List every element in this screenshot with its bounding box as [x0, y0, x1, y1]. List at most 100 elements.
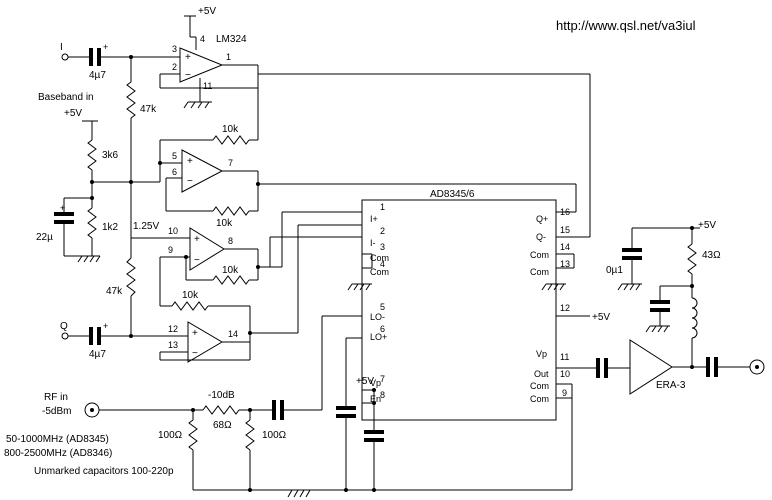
modulator: AD8345/6 1 I+ 2 I- 3 Com 4 Com 5 LO- 6 L… — [347, 189, 610, 490]
opamp-4-minus: − — [192, 348, 198, 359]
opamp-3-minus: − — [194, 255, 200, 266]
supply-capacitor-value: 0µ1 — [606, 265, 623, 276]
ground-bus — [193, 488, 572, 498]
mod-pin-5-num: 5 — [380, 302, 385, 312]
era-supply-label: +5V — [698, 220, 716, 231]
mod-pin-4-num: 4 — [380, 259, 385, 269]
opamp-4-plus: + — [192, 328, 198, 339]
q-cap-plus: + — [103, 321, 108, 331]
note-ad8346: 800-2500MHz (AD8346) — [4, 448, 112, 459]
bias-resistor-bottom: 47k — [106, 286, 123, 297]
attenuator-series-value: 68Ω — [213, 420, 232, 431]
note-capacitors: Unmarked capacitors 100-220p — [34, 466, 174, 477]
opamp-3-plus: + — [194, 234, 200, 245]
opamp-2-plus: + — [187, 156, 193, 167]
mod-pin-9-num: 9 — [562, 388, 567, 398]
opamp-2-pin-out: 7 — [228, 158, 233, 168]
opamp-4-pin-out: 14 — [228, 329, 238, 339]
modulator-name: AD8345/6 — [430, 189, 475, 200]
i-cap-value: 4µ7 — [89, 70, 106, 81]
opamp-1-pin-out: 1 — [226, 52, 231, 62]
opamp-3-pin-out: 8 — [228, 236, 233, 246]
decoupling-capacitor — [54, 212, 74, 216]
lo-bypass-capacitor — [336, 406, 356, 410]
mod-pin-11-name: Vp — [536, 349, 547, 359]
attenuator-shunt-right-value: 100Ω — [262, 430, 287, 441]
divider-resistor-bottom: 1k2 — [102, 222, 119, 233]
mod-pin-8-name: En — [370, 394, 381, 404]
i-cap-plus: + — [103, 42, 108, 52]
mod-pin-6-name: LO+ — [370, 332, 387, 342]
opamp-2: 10k + − 5 6 10k 7 — [158, 124, 577, 229]
feedback-resistor-3: 10k — [222, 265, 239, 276]
mod-pin-3-num: 3 — [380, 242, 385, 252]
feedback-resistor-4: 10k — [182, 290, 199, 301]
mod-pin-6-num: 6 — [380, 324, 385, 334]
mod-pin-10-num: 10 — [560, 369, 570, 379]
opamp-2-pin-minus: 6 — [172, 167, 177, 177]
attenuator-label: -10dB — [208, 390, 235, 401]
opamp-1-plus: + — [185, 52, 191, 63]
rf-in-level: -5dBm — [42, 406, 71, 417]
rf-attenuator: RF in -5dBm -10dB 68Ω 100Ω 100Ω — [42, 390, 322, 490]
q-input-terminal — [61, 332, 69, 340]
mod-pin-13-name: Com — [530, 267, 549, 277]
decoupling-cap-plus: + — [60, 203, 65, 213]
opamp-1-minus: − — [185, 70, 191, 81]
era3-amplifier — [629, 339, 673, 395]
divider-supply-label: +5V — [64, 108, 82, 119]
mod-pin-1-name: I+ — [370, 214, 378, 224]
mod-pin-16-name: Q+ — [536, 214, 548, 224]
source-url: http://www.qsl.net/va3iul — [556, 18, 696, 33]
i-input-label: I — [60, 42, 63, 53]
opamp-3-pin-plus: 10 — [168, 226, 178, 236]
mod-pin-5-name: LO- — [370, 312, 385, 322]
amp-output-capacitor — [706, 357, 710, 377]
lm324-supply: +5V 4 LM324 — [184, 6, 247, 50]
mod-pin-4-name: Com — [370, 267, 389, 277]
bias-voltage: 1.25V — [133, 221, 159, 232]
mod-pin-15-num: 15 — [560, 225, 570, 235]
lo-network: +5V — [321, 315, 384, 490]
mod-pin-2-name: I- — [370, 238, 376, 248]
i-input: I + 4µ7 — [60, 42, 158, 81]
decoupling-cap-value: 22µ — [36, 232, 53, 243]
q-input-capacitor — [89, 327, 93, 345]
mod-pin-2-num: 2 — [380, 226, 385, 236]
mod-pin-15-name: Q- — [536, 232, 546, 242]
choke-bypass-capacitor — [650, 300, 670, 304]
output-amplifier: ERA-3 +5V 0µ1 43Ω — [556, 220, 765, 395]
mod-pin-14-num: 14 — [560, 242, 570, 252]
opamp-3-pin-minus: 9 — [168, 245, 173, 255]
mod-pin-11-num: 11 — [560, 352, 569, 362]
q-cap-value: 4µ7 — [89, 349, 106, 360]
mod-pin-10-name: Out — [534, 369, 549, 379]
rf-output-connector — [749, 359, 765, 375]
era-bias-resistor-value: 43Ω — [702, 250, 721, 261]
i-input-capacitor — [89, 48, 93, 66]
i-input-terminal — [61, 53, 69, 61]
mod-pin-8-num: 8 — [380, 390, 385, 400]
mod-pin-12-num: 12 — [560, 303, 570, 313]
rf-in-label: RF in — [44, 392, 68, 403]
mod-pin-9-name: Com — [530, 394, 549, 404]
lm324-supply-pin: 4 — [200, 34, 205, 44]
amplifier-label: ERA-3 — [656, 380, 686, 391]
opamp-2-pin-plus: 5 — [172, 151, 177, 161]
amp-input-capacitor — [596, 358, 600, 378]
modulator-body — [361, 199, 557, 421]
opamp-1-pin-ground: 11 — [203, 81, 212, 91]
opamp-1: + − 3 2 1 11 — [158, 44, 591, 238]
opamp-1-pin-minus: 2 — [172, 62, 177, 72]
opamp-4-pin-minus: 13 — [168, 340, 178, 350]
supply-capacitor — [622, 248, 642, 252]
lm324-label: LM324 — [216, 34, 247, 45]
feedback-resistor-1: 10k — [222, 124, 239, 135]
divider-resistor-top: 3k6 — [102, 150, 119, 161]
baseband-label: Baseband in — [38, 92, 94, 103]
mod-pin-7-num: 7 — [380, 374, 385, 384]
q-input: Q + 4µ7 — [60, 321, 131, 360]
pin-12-supply-label: +5V — [592, 312, 610, 323]
mod-pin-14-name: Com — [530, 250, 549, 260]
